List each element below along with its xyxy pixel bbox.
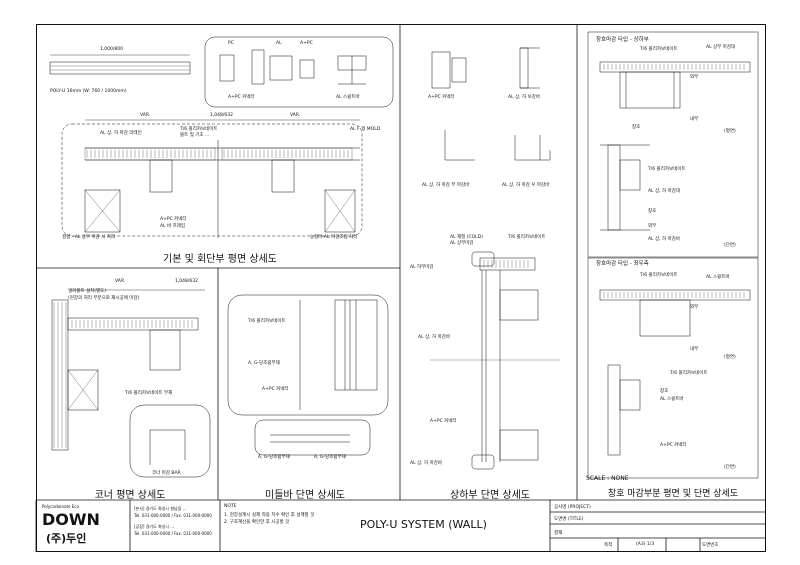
corner-var: VAR. bbox=[115, 279, 126, 284]
sect-apc: A+PC 커넥터 bbox=[428, 95, 455, 100]
window-l18: (평면) bbox=[724, 355, 736, 360]
window-l8: AL 상, 하 마감대 bbox=[648, 189, 681, 194]
mullion-part1: A, G-당조립부재 bbox=[248, 361, 280, 366]
corner-anchor: 앵커볼트 설치(별도) bbox=[68, 289, 107, 294]
addr-line-2: Tel. 031-000-0000 / Fax. 031-000-0000 bbox=[134, 513, 212, 518]
field-project: 공사명 (PROJECT) bbox=[554, 505, 591, 510]
profile-apc: A+PC bbox=[300, 41, 313, 46]
basic-plan-title: 기본 및 회단부 평면 상세도 bbox=[163, 254, 277, 265]
profile-al: AL bbox=[276, 41, 282, 46]
sect-al-bar: AL 상, 하 보강바 bbox=[508, 95, 541, 100]
f-mold: AL F-형 MOLD bbox=[350, 127, 381, 132]
company-logo-en: DOWN bbox=[42, 510, 100, 529]
window-l9: 창호 bbox=[648, 209, 657, 214]
window-l15: AL 스윙트바 bbox=[706, 275, 730, 280]
window-l6: (평면) bbox=[724, 129, 736, 134]
field-scale-val: (A3) 1/3 bbox=[636, 542, 655, 547]
window-l23: (단면) bbox=[724, 465, 736, 470]
window-l10: 외부 bbox=[648, 224, 657, 229]
profile-apc-conn: A+PC 커넥터 bbox=[228, 95, 255, 100]
corner-note: (현장의 처리 부분으로 재시공에 마감) bbox=[68, 296, 140, 301]
window-type-lr: 창호마감 타입 - 좌우측 bbox=[596, 261, 649, 267]
section-title: 상하부 단면 상세도 bbox=[450, 490, 530, 501]
poly-u-label: POLY-U 16mm (W: 760 / 1000mm) bbox=[50, 89, 127, 94]
section-bottom: AL 하부마감 bbox=[410, 265, 434, 270]
window-l2: T/6 폴리카보네이트 bbox=[640, 47, 678, 52]
window-l11: AL 상, 하 마감바 bbox=[648, 237, 681, 242]
mullion-title: 미들바 단면 상세도 bbox=[265, 490, 345, 501]
window-l16: 외부 bbox=[690, 305, 699, 310]
window-l19: T/6 폴리카보네이트 bbox=[670, 371, 708, 376]
sect-al-end2: AL 상, 하 마감 우 마감바 bbox=[502, 183, 550, 188]
mullion-film: T/6 폴리카보네이트 bbox=[248, 319, 286, 324]
corner-film: T/6 폴리카보네이트 부재 bbox=[125, 391, 173, 396]
window-l1: AL 상부 마감대 bbox=[706, 45, 736, 50]
var-1: VAR. bbox=[140, 113, 151, 118]
window-l4: 외부 bbox=[690, 75, 699, 80]
profile-pc: PC bbox=[228, 41, 234, 46]
dim-top: 1,000/800 bbox=[100, 47, 123, 52]
al-steel: AL 상, 하 마감 리테인 bbox=[100, 131, 142, 136]
mullion-part2: A, G-당조립부재 bbox=[258, 455, 290, 460]
mullion-apc: A+PC 커넥터 bbox=[262, 387, 289, 392]
window-title: 창호 마감부분 평면 및 단면 상세도 bbox=[607, 489, 739, 499]
window-l5: 내부 bbox=[690, 117, 699, 122]
corner-dim: 1,048/632 bbox=[175, 279, 198, 284]
drawing-title: POLY-U SYSTEM (WALL) bbox=[360, 518, 487, 531]
window-l20: 창호 bbox=[660, 389, 669, 394]
addr-line-3: [공장] 경기도 화성시 ... bbox=[134, 524, 175, 529]
company-tagline: Polycarbonate Eco bbox=[42, 504, 79, 509]
window-l12: (단면) bbox=[724, 243, 736, 248]
field-approval: 결재 bbox=[554, 531, 563, 536]
note-br: 능형마-AL 마감조립 처리 bbox=[310, 235, 358, 240]
sect-al-end1: AL 상, 하 마감 부 마감바 bbox=[422, 183, 470, 188]
addr-line-4: Tel. 031-000-0000 / Fax. 031-000-0000 bbox=[134, 531, 212, 536]
al-bar: AL 바 프레임 bbox=[160, 224, 186, 229]
profile-al-swing: AL 스윙트바 bbox=[336, 95, 360, 100]
mullion-part3: A, G-당조립부재 bbox=[314, 455, 346, 460]
scale-label: SCALE : NONE bbox=[586, 475, 629, 482]
section-al-bar2: AL 상, 하 마감바 bbox=[410, 461, 443, 466]
bolt: 볼트 및 기초 ... bbox=[180, 133, 210, 138]
window-l17: 내부 bbox=[690, 347, 699, 352]
section-cold: AL 재질 (COLD) bbox=[450, 235, 483, 240]
note-head: NOTE bbox=[224, 504, 237, 509]
window-l3: 창호 bbox=[632, 125, 641, 130]
section-top: AL 상부마감 bbox=[450, 241, 474, 246]
window-l21: AL 스윙트바 bbox=[660, 397, 684, 402]
addr-line-1: [본사] 경기도 화성시 향남읍 ... bbox=[134, 506, 187, 511]
window-l7: T/6 폴리카보네이트 bbox=[648, 167, 686, 172]
corner-bar: 코너 마감 BAR bbox=[152, 471, 181, 476]
ts-film: T/6 폴리카보네이트 bbox=[180, 127, 218, 132]
drawing-sheet bbox=[36, 24, 766, 552]
window-l22: A+PC 커넥터 bbox=[660, 443, 687, 448]
company-logo-ko: (주)두인 bbox=[46, 532, 87, 545]
corner-plan-title: 코너 평면 상세도 bbox=[94, 490, 166, 501]
var-2: VAR. bbox=[290, 113, 301, 118]
section-film: T/6 폴리카보네이트 bbox=[508, 235, 546, 240]
field-scale: 축척 bbox=[604, 543, 613, 548]
field-title: 도면명 (TITLE) bbox=[554, 517, 584, 522]
apc-conn: A+PC 커넥터 bbox=[160, 217, 187, 222]
section-apc: A+PC 커넥터 bbox=[430, 419, 457, 424]
note-2: 2. 구조계산을 확인한 후 시공할 것 bbox=[224, 520, 290, 525]
note-1: 1. 현장설계시 실제 적용 치수 확인 후 설계할 것 bbox=[224, 513, 315, 518]
window-type-ud: 창호마감 타입 - 상하부 bbox=[596, 37, 649, 43]
dim-1048: 1,048/632 bbox=[210, 113, 233, 118]
note-bl: 결합 - AL 상부 마감 시 처리 bbox=[62, 235, 116, 240]
window-l14: T/6 폴리카보네이트 bbox=[640, 273, 678, 278]
field-dwg-no: 도면번호 bbox=[702, 543, 719, 548]
section-al-bar1: AL 상, 하 마감바 bbox=[418, 335, 451, 340]
